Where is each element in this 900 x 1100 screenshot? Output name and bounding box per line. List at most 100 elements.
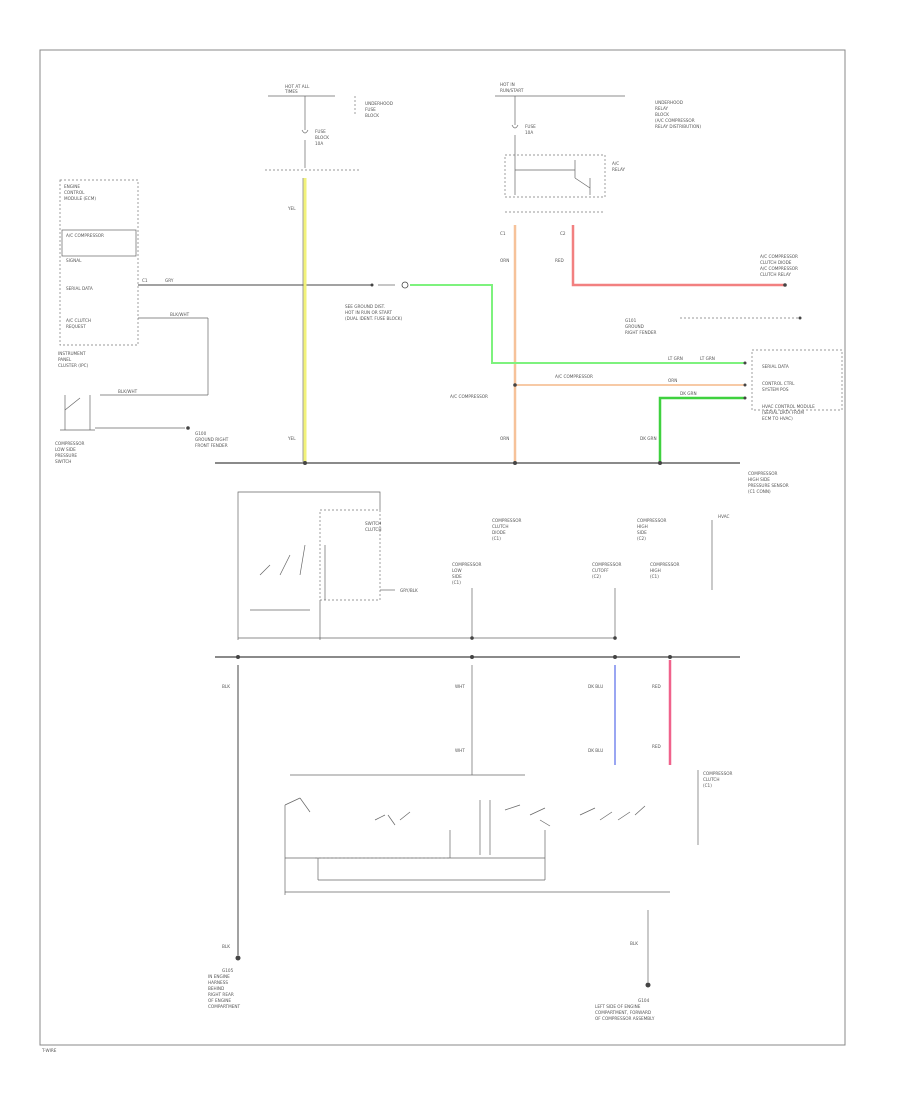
hvac-label-2: CONTROL CTRL <box>762 381 795 386</box>
orange-fuse-1: FUSE <box>525 124 536 129</box>
compressor-diode-2: CLUTCH DIODE <box>760 260 792 265</box>
lower-switch-group <box>284 797 646 895</box>
relay-label-2: RELAY <box>612 167 626 172</box>
orange-block-4: (A/C COMPRESSOR <box>655 118 695 123</box>
left-switch-label-4: SWITCH <box>55 459 71 464</box>
bottom-center-label-3: COMPARTMENT, FORWARD <box>595 1010 651 1015</box>
bus-label-1: COMPRESSOR <box>748 471 778 476</box>
hvac-label-1: SERIAL DATA <box>762 364 789 369</box>
center-note-3: (DUAL IDENT. FUSE BLOCK) <box>345 316 403 321</box>
dk-green-2: DK GRN <box>640 436 657 441</box>
orange-fuse-2: 10A <box>525 130 533 135</box>
bottom-left-label-6: OF ENGINE <box>208 998 231 1003</box>
comp-1-b: CLUTCH <box>492 524 509 529</box>
bottom-center-label-2: LEFT SIDE OF ENGINE <box>595 1004 641 1009</box>
ecm-title-3: MODULE (ECM) <box>64 196 96 201</box>
bottom-right-label-1: COMPRESSOR <box>703 771 733 776</box>
switch-box-2: CLUTCH <box>365 527 382 532</box>
green-wire-1: LT GRN <box>668 356 683 361</box>
left-switch-label-3: PRESSURE <box>55 453 77 458</box>
bottom-left-1: BLK <box>222 944 230 949</box>
sensor-3-a: COMPRESSOR <box>650 562 680 567</box>
yellow-fuse-3: 10A <box>315 141 323 146</box>
ecm-inner-box <box>61 229 137 257</box>
comp-1-a: COMPRESSOR <box>492 518 522 523</box>
orange-block-1: UNDERHOOD <box>655 100 683 105</box>
left-ground-1: G100 <box>195 431 207 436</box>
relay-label-1: A/C <box>612 161 619 166</box>
hvac-module-3: ECM TO HVAC) <box>762 416 793 421</box>
yellow-supply-2: TIMES <box>284 89 298 94</box>
left-orange-note: A/C COMPRESSOR <box>450 394 488 399</box>
bottom-center-label-1: G104 <box>638 998 650 1003</box>
left-switch-wire: BLK/WHT <box>118 389 138 394</box>
yellow-wire-bottom: YEL <box>287 436 296 441</box>
ecm-title-2: CONTROL <box>64 190 85 195</box>
yellow-block-1: UNDERHOOD <box>365 101 393 106</box>
sensor-3-c: (C1) <box>650 574 659 579</box>
ecm-module-box <box>59 179 139 346</box>
center-note-1: SEE GROUND DIST. <box>345 304 385 309</box>
left-ground-3: FRONT FENDER <box>195 443 228 448</box>
orange-block-2: RELAY <box>655 106 669 111</box>
yellow-block-2: FUSE <box>365 107 376 112</box>
comp-2-a: COMPRESSOR <box>637 518 667 523</box>
orange-h-label-1: ORN <box>668 378 677 383</box>
comp-1-c: DIODE <box>492 530 506 535</box>
sensor-2-a: COMPRESSOR <box>592 562 622 567</box>
switch-box-1: SWITCH <box>365 521 381 526</box>
yellow-fuse-2: BLOCK <box>315 135 329 140</box>
green-wire-2: LT GRN <box>700 356 715 361</box>
diagram-frame <box>39 49 846 1046</box>
right-ground-2: GROUND <box>625 324 644 329</box>
lower-blue-top: DK BLU <box>588 684 603 689</box>
ipc-label-1: INSTRUMENT <box>58 351 86 356</box>
orange-block-5: RELAY DISTRIBUTION) <box>655 124 701 129</box>
bottom-left-label-4: BEHIND <box>208 986 224 991</box>
ecm-inner-5: REQUEST <box>66 324 86 329</box>
comp-1-d: (C1) <box>492 536 501 541</box>
right-ground-1: G101 <box>625 318 637 323</box>
lower-left-blk: BLK <box>222 684 230 689</box>
orange-c1: C1 <box>500 231 506 236</box>
lower-red-top: RED <box>652 684 661 689</box>
clutch-switch-symbol <box>250 544 326 611</box>
ecm-wire-c1: C1 <box>142 278 148 283</box>
yellow-wire-top: YEL <box>287 206 296 211</box>
yellow-supply-1: HOT AT ALL <box>285 84 310 89</box>
dk-green-1: DK GRN <box>680 391 697 396</box>
comp-2-c: SIDE <box>637 530 647 535</box>
dk-green-wire <box>658 396 745 462</box>
relay-note-2: CLUTCH RELAY <box>760 272 791 277</box>
left-ground-2: GROUND RIGHT <box>195 437 229 442</box>
bottom-left-label-5: RIGHT REAR <box>208 992 234 997</box>
orange-h-label-2: A/C COMPRESSOR <box>555 374 593 379</box>
sensor-1-a: COMPRESSOR <box>452 562 482 567</box>
orange-supply-1: HOT IN <box>500 82 515 87</box>
bus-label-4: (C1 CONN) <box>748 489 771 494</box>
hvac-module-1: HVAC CONTROL MODULE <box>762 404 815 409</box>
bottom-center-label-4: OF COMPRESSOR ASSEMBLY <box>595 1016 655 1021</box>
center-note-2: HOT IN RUN OR START <box>345 310 392 315</box>
sensor-3-b: HIGH <box>650 568 661 573</box>
bottom-right-label-3: (C1) <box>703 783 712 788</box>
relay-note-1: A/C COMPRESSOR <box>760 266 798 271</box>
red-wire <box>571 225 785 287</box>
sensor-2-c: (C2) <box>592 574 601 579</box>
ecm-wire-gry: GRY <box>165 278 174 283</box>
top-right-hvac: HVAC <box>718 514 730 519</box>
sensor-1-c: SIDE <box>452 574 462 579</box>
sensor-1-d: (C1) <box>452 580 461 585</box>
left-switch-label-1: COMPRESSOR <box>55 441 85 446</box>
ipc-label-2: PANEL <box>58 357 72 362</box>
ecm-inner-4: A/C CLUTCH <box>66 318 91 323</box>
compressor-diode-1: A/C COMPRESSOR <box>760 254 798 259</box>
ecm-title-1: ENGINE <box>64 184 80 189</box>
right-ground-3: RIGHT FENDER <box>625 330 656 335</box>
hvac-label-3: SYSTEM POS <box>762 387 789 392</box>
orange-c2: C2 <box>560 231 566 236</box>
ipc-label-3: CLUSTER (IPC) <box>58 363 89 368</box>
left-switch-label-2: LOW SIDE <box>55 447 76 452</box>
ecm-inner-3: SERIAL DATA <box>66 286 93 291</box>
